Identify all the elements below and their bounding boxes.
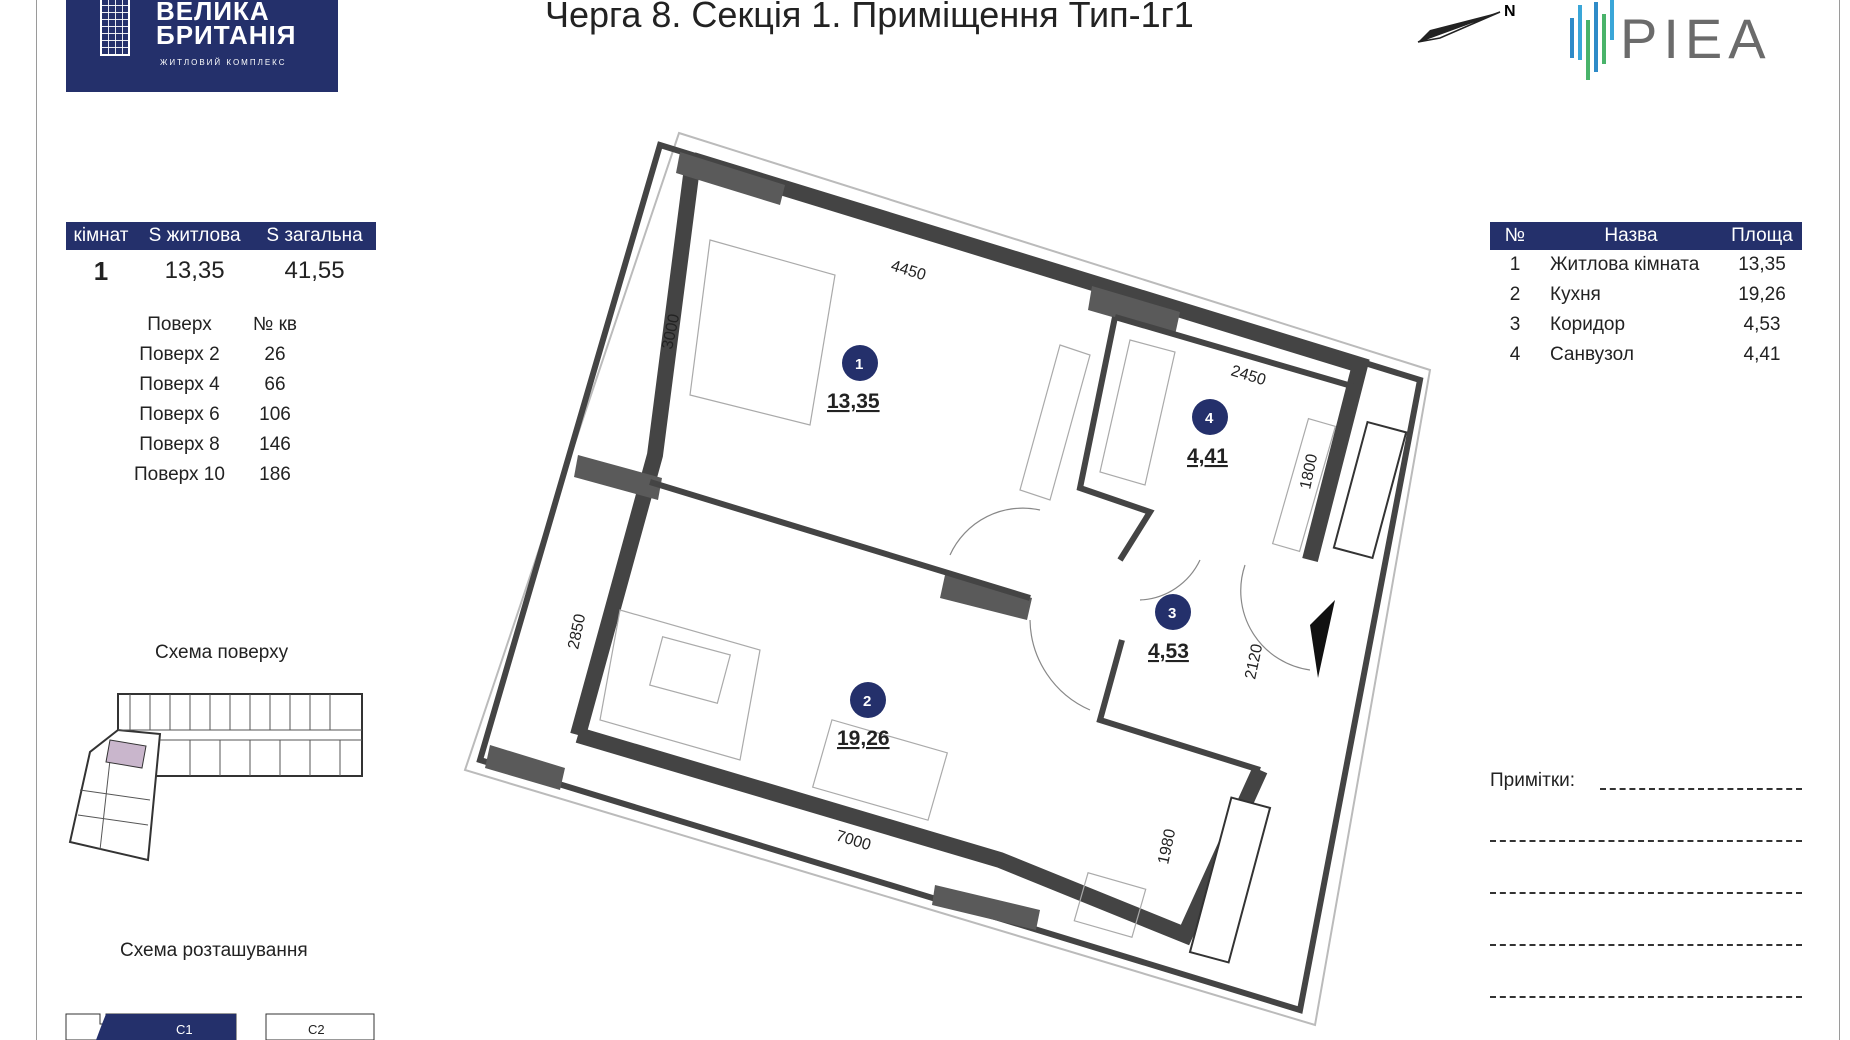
north-label: N xyxy=(1504,3,1516,20)
apartment-summary-table: кімнат S житлова S загальна 1 13,35 41,5… xyxy=(66,222,376,292)
rooms-table: № Назва Площа 1 Житлова кімната 13,35 2 Кух… xyxy=(1490,222,1802,370)
rooms-header-name: Назва xyxy=(1540,222,1722,250)
rooms-header-number: № xyxy=(1490,222,1540,250)
room-area: 13,35 xyxy=(1738,254,1786,275)
table-row: 2 Кухня 19,26 xyxy=(1490,280,1802,310)
rooms-header-area: Площа xyxy=(1722,222,1802,250)
developer-logo-mark xyxy=(1570,0,1614,80)
frame-left-line xyxy=(36,0,37,1040)
summary-total-area-value: 41,55 xyxy=(284,257,345,284)
logo-text-line1: ВЕЛИКА xyxy=(156,0,270,26)
room-marker-2: 2 19,26 xyxy=(837,682,890,750)
floor-name: Поверх 6 xyxy=(139,404,220,425)
apartment-floor-plan: .wall { fill:none; stroke:#444; stroke-w… xyxy=(463,131,1432,1027)
table-row: 1 Житлова кімната 13,35 xyxy=(1490,250,1802,280)
floors-header-apt: № кв xyxy=(252,314,298,335)
floors-header-floor: Поверх xyxy=(147,314,212,335)
room-number: 4 xyxy=(1509,344,1521,365)
room-number: 3 xyxy=(1509,314,1521,335)
floor-name: Поверх 10 xyxy=(134,464,225,485)
apt-number: 186 xyxy=(259,464,291,485)
room-area: 4,41 xyxy=(1743,344,1781,365)
svg-text:3: 3 xyxy=(1168,605,1176,622)
notes-label: Примітки: xyxy=(1490,770,1576,791)
logo-text-line2: БРИТАНІЯ xyxy=(156,20,297,50)
floor-name: Поверх 4 xyxy=(139,374,220,395)
table-row: 4 Санвузол 4,41 xyxy=(1490,340,1802,370)
floors-table: Поверх № кв Поверх 2 26 Поверх 4 66 Поверх… xyxy=(120,310,311,490)
table-row: Поверх 6 106 xyxy=(120,400,311,430)
summary-header-rooms: кімнат xyxy=(66,222,137,250)
table-row: Поверх 4 66 xyxy=(120,370,311,400)
apt-number: 66 xyxy=(264,374,286,395)
svg-text:19,26: 19,26 xyxy=(837,727,890,750)
location-scheme-label: Схема розташування xyxy=(120,940,308,961)
summary-rooms-value: 1 xyxy=(93,255,109,286)
notes-line xyxy=(1490,892,1802,894)
logo-subtitle: ЖИТЛОВИЙ КОМПЛЕКС xyxy=(160,58,287,67)
frame-right-line xyxy=(1839,0,1840,1040)
svg-text:1: 1 xyxy=(855,356,863,373)
room-name: Кухня xyxy=(1550,284,1601,305)
notes-line xyxy=(1490,840,1802,842)
floor-scheme-diagram xyxy=(68,693,363,862)
north-arrow-icon: N xyxy=(1417,3,1516,43)
apt-number: 106 xyxy=(259,404,291,425)
highlighted-apartment xyxy=(105,739,147,769)
table-row: Поверх 2 26 xyxy=(120,340,311,370)
svg-text:2: 2 xyxy=(863,693,871,710)
building-icon xyxy=(100,0,130,56)
room-area: 19,26 xyxy=(1738,284,1786,305)
room-number: 1 xyxy=(1509,254,1521,275)
room-area: 4,53 xyxy=(1743,314,1781,335)
table-row: Поверх 8 146 xyxy=(120,430,311,460)
summary-header-total-area: S загальна xyxy=(253,222,376,250)
room-number: 2 xyxy=(1509,284,1521,305)
table-row: 3 Коридор 4,53 xyxy=(1490,310,1802,340)
floor-scheme-label: Схема поверху xyxy=(155,642,289,663)
svg-text:13,35: 13,35 xyxy=(827,390,880,413)
location-scheme-diagram: С1 С2 xyxy=(65,1013,375,1040)
room-marker-4: 4 4,41 xyxy=(1187,399,1228,468)
notes-line xyxy=(1490,944,1802,946)
apt-number: 26 xyxy=(264,344,286,365)
summary-living-area-value: 13,35 xyxy=(164,257,225,284)
room-marker-3: 3 4,53 xyxy=(1148,594,1191,663)
developer-logo-text: PIEA xyxy=(1620,7,1772,70)
apt-number: 146 xyxy=(259,434,291,455)
floor-name: Поверх 2 xyxy=(139,344,220,365)
page-title: Черга 8. Секція 1. Приміщення Тип-1г1 xyxy=(545,0,1194,35)
room-name: Житлова кімната xyxy=(1550,254,1700,275)
location-block-c1: С1 xyxy=(176,1022,193,1037)
summary-header-living-area: S житлова xyxy=(136,222,254,250)
svg-text:4: 4 xyxy=(1205,410,1214,427)
floor-name: Поверх 8 xyxy=(139,434,220,455)
svg-text:4,53: 4,53 xyxy=(1148,640,1189,663)
room-name: Санвузол xyxy=(1550,344,1634,365)
developer-logo: PIEA xyxy=(1570,0,1772,80)
room-name: Коридор xyxy=(1550,314,1626,335)
table-row: Поверх 10 186 xyxy=(120,460,311,490)
complex-logo: ВЕЛИКА БРИТАНІЯ ЖИТЛОВИЙ КОМПЛЕКС xyxy=(66,0,338,92)
room-marker-1: 1 13,35 xyxy=(827,345,880,413)
svg-text:4,41: 4,41 xyxy=(1187,445,1228,468)
notes-line xyxy=(1490,996,1802,998)
notes-line xyxy=(1600,788,1802,790)
location-block-c2: С2 xyxy=(308,1022,325,1037)
